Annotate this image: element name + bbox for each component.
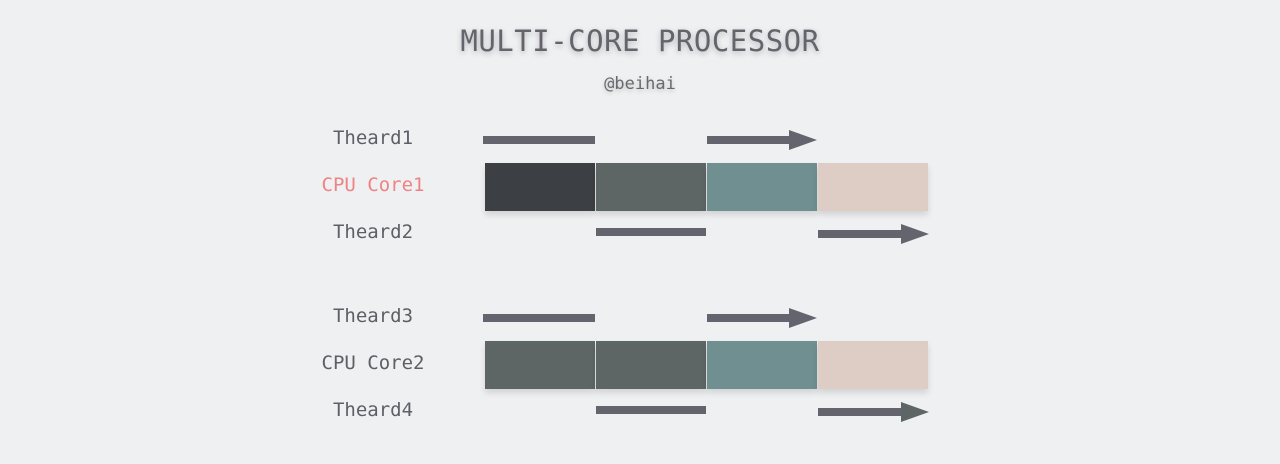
thread3-label: Theard3	[332, 305, 414, 327]
thread3-bar-2	[707, 314, 791, 322]
thread4-label: Theard4	[332, 399, 414, 421]
thread3-bar-1	[483, 314, 595, 322]
core1-segment-1	[485, 163, 595, 211]
core2-segment-3	[707, 341, 817, 389]
cpu-core2-label: CPU Core2	[321, 352, 425, 374]
core1-segment-4	[818, 163, 928, 211]
core1-segment-3	[707, 163, 817, 211]
page-title: MULTI-CORE PROCESSOR	[460, 24, 820, 58]
thread4-bar-1	[596, 406, 706, 414]
author-credit: @beihai	[604, 74, 676, 94]
core2-segment-4	[818, 341, 928, 389]
thread2-label: Theard2	[332, 221, 414, 243]
thread1-bar-2	[707, 136, 791, 144]
core1-segment-2	[596, 163, 706, 211]
thread3-arrow-icon	[789, 308, 817, 328]
thread2-bar-2	[818, 230, 902, 238]
thread1-arrow-icon	[789, 130, 817, 150]
thread4-arrow-icon	[901, 402, 929, 422]
core2-segment-2	[596, 341, 706, 389]
cpu-core1-label: CPU Core1	[321, 174, 425, 196]
thread4-bar-2	[818, 408, 902, 416]
thread1-bar-1	[483, 136, 595, 144]
thread2-arrow-icon	[901, 224, 929, 244]
thread1-label: Theard1	[332, 127, 414, 149]
core2-segment-1	[485, 341, 595, 389]
thread2-bar-1	[596, 228, 706, 236]
